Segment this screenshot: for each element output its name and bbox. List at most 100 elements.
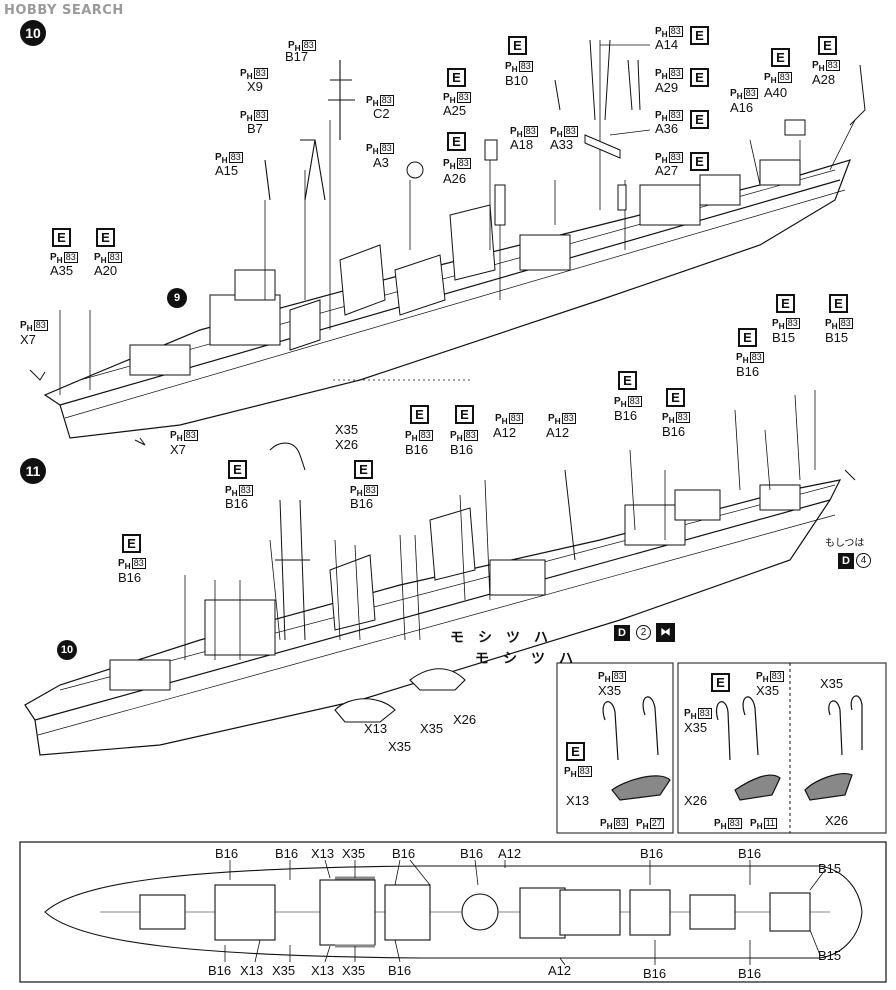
- step-11-badge: 11: [20, 458, 46, 484]
- e-mark: E: [96, 228, 115, 247]
- decal-sheet-d-icon: D: [614, 625, 630, 641]
- part-label-a35: A35: [50, 263, 74, 278]
- plan-label-x13: X13: [311, 963, 335, 978]
- step10-mast: [264, 60, 355, 201]
- part-label-a18: A18: [510, 137, 534, 152]
- part-label-a14: A14: [655, 37, 679, 52]
- e-mark: E: [666, 388, 685, 407]
- plan-label-b16: B16: [275, 846, 299, 861]
- part-label-b15: B15: [825, 330, 849, 345]
- part-label-b17: B17: [285, 49, 309, 64]
- plan-label-x35: X35: [272, 963, 296, 978]
- step11-leader-lines: [184, 379, 816, 660]
- e-mark: E: [738, 328, 757, 347]
- part-label-x35: X35: [388, 739, 412, 754]
- decal-sheet-d-icon: D: [838, 553, 854, 569]
- plan-label-x35: X35: [342, 846, 366, 861]
- decal-number-2: 2: [636, 625, 651, 640]
- plan-label-b16: B16: [643, 966, 667, 981]
- part-label-a33: A33: [550, 137, 574, 152]
- plan-label-b16: B16: [215, 846, 239, 861]
- e-mark: E: [410, 405, 429, 424]
- e-mark: E: [508, 36, 527, 55]
- e-mark: E: [711, 673, 730, 692]
- part-label-b16: B16: [614, 408, 638, 423]
- e-mark: E: [52, 228, 71, 247]
- part-label-x35: X35: [598, 683, 622, 698]
- plan-view-leaders: [224, 859, 826, 966]
- plan-label-b15: B15: [818, 948, 842, 963]
- part-label-a26: A26: [443, 171, 467, 186]
- plan-label-b15: B15: [818, 861, 842, 876]
- part-label-x26: X26: [825, 813, 849, 828]
- plan-label-b16: B16: [738, 966, 762, 981]
- part-label-a29: A29: [655, 80, 679, 95]
- part-label-a27: A27: [655, 163, 679, 178]
- e-mark: E: [447, 132, 466, 151]
- part-label-b15: B15: [772, 330, 796, 345]
- decal-number-4: 4: [856, 553, 871, 568]
- part-label-a25: A25: [443, 103, 467, 118]
- step10-superstructure: [129, 159, 801, 376]
- part-label-a20: A20: [94, 263, 118, 278]
- part-label-a12: A12: [546, 425, 570, 440]
- step10-parts: [29, 39, 866, 446]
- e-mark: E: [776, 294, 795, 313]
- e-mark: E: [690, 110, 709, 129]
- e-mark: E: [690, 152, 709, 171]
- part-label-x35: X35: [335, 422, 359, 437]
- part-label-b16: B16: [118, 570, 142, 585]
- decal-text-upper: モシツハ: [450, 630, 562, 646]
- part-label-a28: A28: [812, 72, 836, 87]
- e-mark: E: [455, 405, 474, 424]
- part-label-c2: C2: [373, 106, 390, 121]
- plan-view-hull: [44, 865, 863, 959]
- step11-boats: [269, 442, 856, 723]
- part-label-a16: A16: [730, 100, 754, 115]
- part-label-a15: A15: [215, 163, 239, 178]
- e-mark: E: [771, 48, 790, 67]
- part-label-x35: X35: [756, 683, 780, 698]
- part-label-a3: A3: [373, 155, 389, 170]
- flag-mark-icon: ⧓: [656, 623, 675, 642]
- e-mark: E: [690, 68, 709, 87]
- decal-text-lower: モシツハ: [475, 651, 587, 667]
- e-mark: E: [818, 36, 837, 55]
- part-label-b7: B7: [247, 121, 263, 136]
- part-label-x35: X35: [684, 720, 708, 735]
- part-label-b16: B16: [736, 364, 760, 379]
- e-mark: E: [354, 460, 373, 479]
- part-label-b10: B10: [505, 73, 529, 88]
